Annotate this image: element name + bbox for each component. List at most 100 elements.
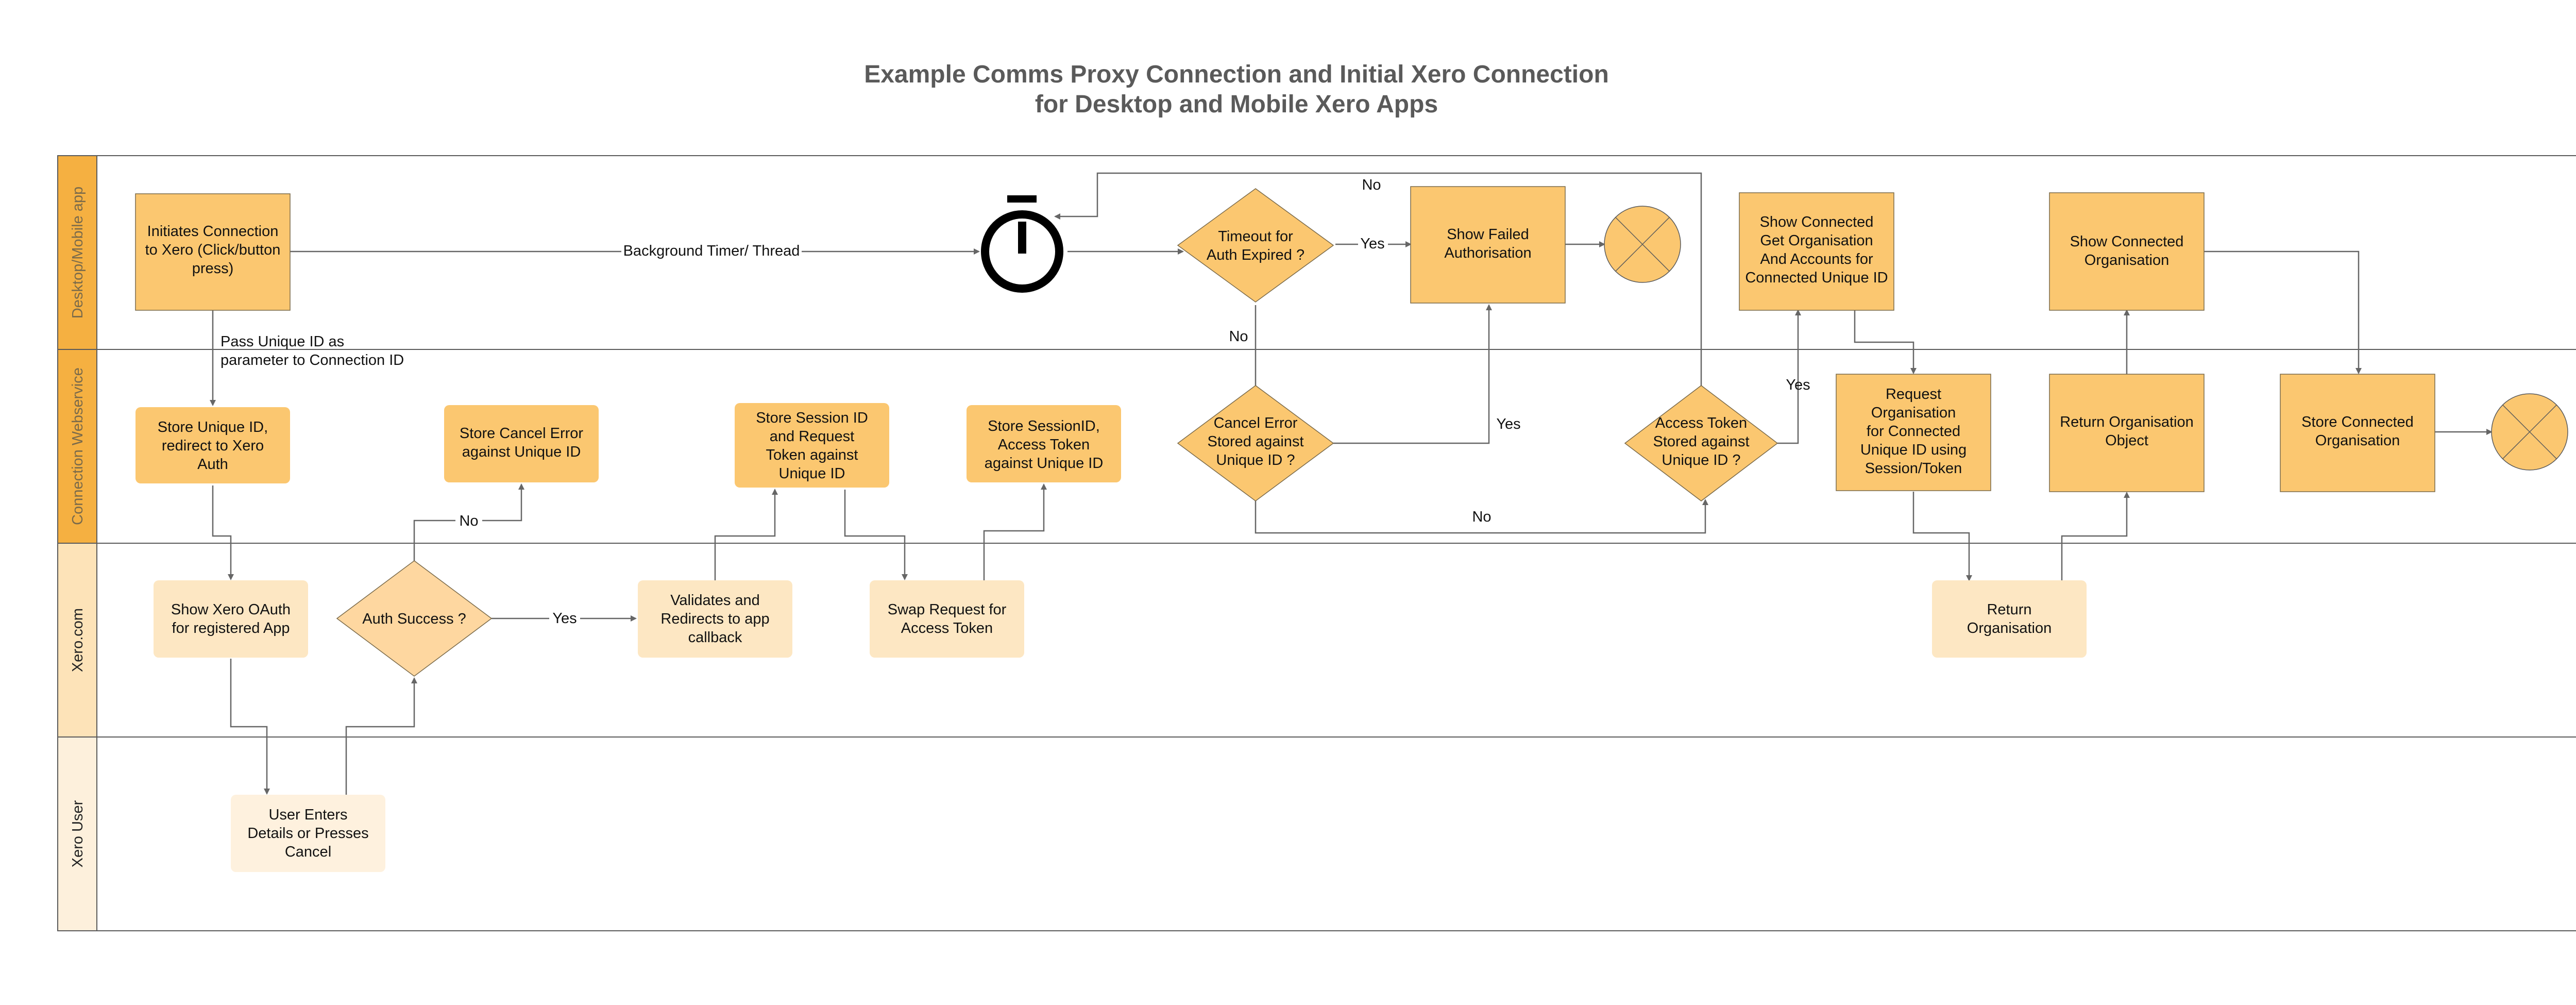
node-store-cancel-line1: Store Cancel Error	[460, 425, 583, 442]
node-store-session-access: Store SessionID, Access Token against Un…	[967, 405, 1121, 482]
edge-swap-storesessionaccess	[983, 483, 1047, 580]
node-timeout-line1: Timeout for	[1218, 228, 1293, 245]
node-store-session-line1: Store Session ID	[756, 410, 868, 426]
node-show-connected-org-line2: Organisation	[2084, 252, 2169, 269]
node-store-cancel-line2: against Unique ID	[462, 444, 581, 460]
node-show-failed-box	[1410, 186, 1566, 304]
edge-accesstoken-timer-loop	[1054, 172, 1702, 392]
node-auth-success-diamond	[336, 560, 493, 677]
lane-webservice-header	[57, 349, 97, 544]
node-validates-box	[638, 580, 792, 658]
lane-webservice-label: Connection Webservice	[70, 367, 86, 525]
node-initiate-line3: press)	[192, 260, 234, 277]
end-circle-icon	[1604, 206, 1681, 283]
node-initiate-box	[135, 193, 291, 311]
lane-desktop-label: Desktop/Mobile app	[70, 187, 86, 319]
edge-showoauth-user	[230, 659, 270, 795]
node-timeout-diamond	[1177, 188, 1334, 303]
edge-validates-storesession	[714, 489, 778, 580]
node-store-session-access-line1: Store SessionID,	[988, 418, 1100, 434]
diagram-title-line1: Example Comms Proxy Connection and Initi…	[864, 61, 1609, 88]
node-show-connected-accounts-line3: And Accounts for	[1760, 251, 1873, 267]
node-show-connected-org-line1: Show Connected	[2070, 233, 2184, 250]
diagram-title-line2: for Desktop and Mobile Xero Apps	[1035, 91, 1438, 118]
edge-showconnected-requestorg	[1854, 310, 1917, 374]
edge-cancelerror-accesstoken	[1255, 499, 1708, 534]
node-timeout-line2: Auth Expired ?	[1207, 247, 1304, 263]
node-initiate: Initiates Connection to Xero (Click/butt…	[135, 193, 291, 311]
edge-label-background: Background Timer/ Thread	[623, 243, 800, 259]
end-circle-icon-2-x2	[2502, 405, 2557, 459]
edge-showorg-storeorg	[2204, 250, 2362, 374]
node-show-failed-line1: Show Failed	[1447, 226, 1529, 243]
yes-auth-bg	[549, 608, 580, 628]
node-return-org-line1: Return	[1987, 601, 2031, 618]
node-swap-request: Swap Request for Access Token	[870, 580, 1024, 658]
node-return-org-object: Return Organisation Object	[2049, 374, 2205, 492]
edge-label-pass-unique-2: parameter to Connection ID	[221, 352, 404, 368]
node-show-connected-accounts: Show Connected Get Organisation And Acco…	[1739, 192, 1894, 311]
node-store-session-line4: Unique ID	[779, 465, 845, 482]
node-store-session-line3: Token against	[766, 447, 858, 463]
node-user-enters-box	[231, 795, 385, 872]
node-store-unique-line3: Auth	[197, 456, 228, 473]
lane-user	[57, 736, 2576, 931]
node-request-org-line3: for Connected	[1867, 423, 1960, 440]
node-validates: Validates and Redirects to app callback	[638, 580, 792, 658]
node-cancel-error-line2: Stored against	[1207, 433, 1303, 450]
node-return-org-object-line2: Object	[2105, 432, 2148, 449]
node-store-unique-line2: redirect to Xero	[162, 438, 264, 454]
node-show-oauth-box	[154, 580, 308, 658]
node-store-connected-org-box	[2280, 374, 2435, 492]
node-show-connected-org-box	[2049, 192, 2205, 311]
no-auth-bg	[455, 510, 482, 530]
node-return-org-box	[1932, 580, 2087, 658]
edge-returnorg-returnobject	[2061, 492, 2130, 582]
node-show-connected-accounts-line2: Get Organisation	[1760, 232, 1873, 249]
edge-storesession-swap	[844, 490, 908, 580]
node-show-oauth-line1: Show Xero OAuth	[171, 601, 291, 618]
node-return-org-line2: Organisation	[1967, 620, 2052, 636]
lane-xero	[57, 543, 2576, 738]
lane-user-header	[57, 736, 97, 931]
node-access-token-line2: Stored against	[1653, 433, 1749, 450]
node-request-org-line1: Request	[1886, 386, 1941, 403]
node-cancel-error-diamond	[1177, 385, 1334, 501]
node-auth-success: Auth Success ?	[336, 560, 493, 677]
node-access-token-diamond	[1624, 385, 1778, 501]
node-store-cancel: Store Cancel Error against Unique ID	[444, 405, 599, 482]
node-store-connected-org-line1: Store Connected	[2301, 414, 2414, 430]
node-validates-line1: Validates and	[670, 592, 760, 609]
edge-label-no-cancel: No	[1472, 509, 1491, 525]
node-request-org-line5: Session/Token	[1865, 460, 1962, 477]
node-user-enters-line2: Details or Presses	[247, 825, 368, 842]
node-return-org-object-line1: Return Organisation	[2060, 414, 2194, 430]
node-store-connected-org: Store Connected Organisation	[2280, 374, 2435, 492]
node-user-enters-line1: User Enters	[268, 807, 347, 823]
node-store-unique-line1: Store Unique ID,	[158, 419, 268, 435]
node-auth-success-line1: Auth Success ?	[362, 611, 466, 627]
node-return-org: Return Organisation	[1932, 580, 2087, 658]
node-show-failed-line2: Authorisation	[1444, 245, 1531, 261]
timer-icon-dial	[981, 210, 1063, 293]
node-cancel-error-line1: Cancel Error	[1214, 415, 1298, 431]
node-cancel-error: Cancel Error Stored against Unique ID ?	[1177, 385, 1334, 501]
edge-label-no-timeout: No	[1229, 328, 1248, 345]
lane-xero-label: Xero.com	[70, 608, 86, 672]
lane-xero-header	[57, 543, 97, 738]
timer-icon	[981, 195, 1063, 293]
node-access-token: Access Token Stored against Unique ID ?	[1624, 385, 1778, 501]
edge-user-authsuccess	[345, 677, 417, 795]
edge-label-yes-auth: Yes	[552, 610, 577, 627]
node-show-connected-accounts-line1: Show Connected	[1760, 214, 1874, 230]
node-store-unique: Store Unique ID, redirect to Xero Auth	[135, 407, 290, 483]
no-loop-bg	[1358, 174, 1384, 194]
node-store-session-access-line2: Access Token	[998, 437, 1090, 453]
node-swap-request-line2: Access Token	[901, 620, 993, 636]
edge-cancelerror-failed	[1333, 304, 1492, 444]
node-store-unique-box	[135, 407, 290, 483]
node-user-enters: User Enters Details or Presses Cancel	[231, 795, 385, 872]
node-request-org-line4: Unique ID using	[1860, 442, 1967, 458]
node-show-oauth: Show Xero OAuth for registered App	[154, 580, 308, 658]
